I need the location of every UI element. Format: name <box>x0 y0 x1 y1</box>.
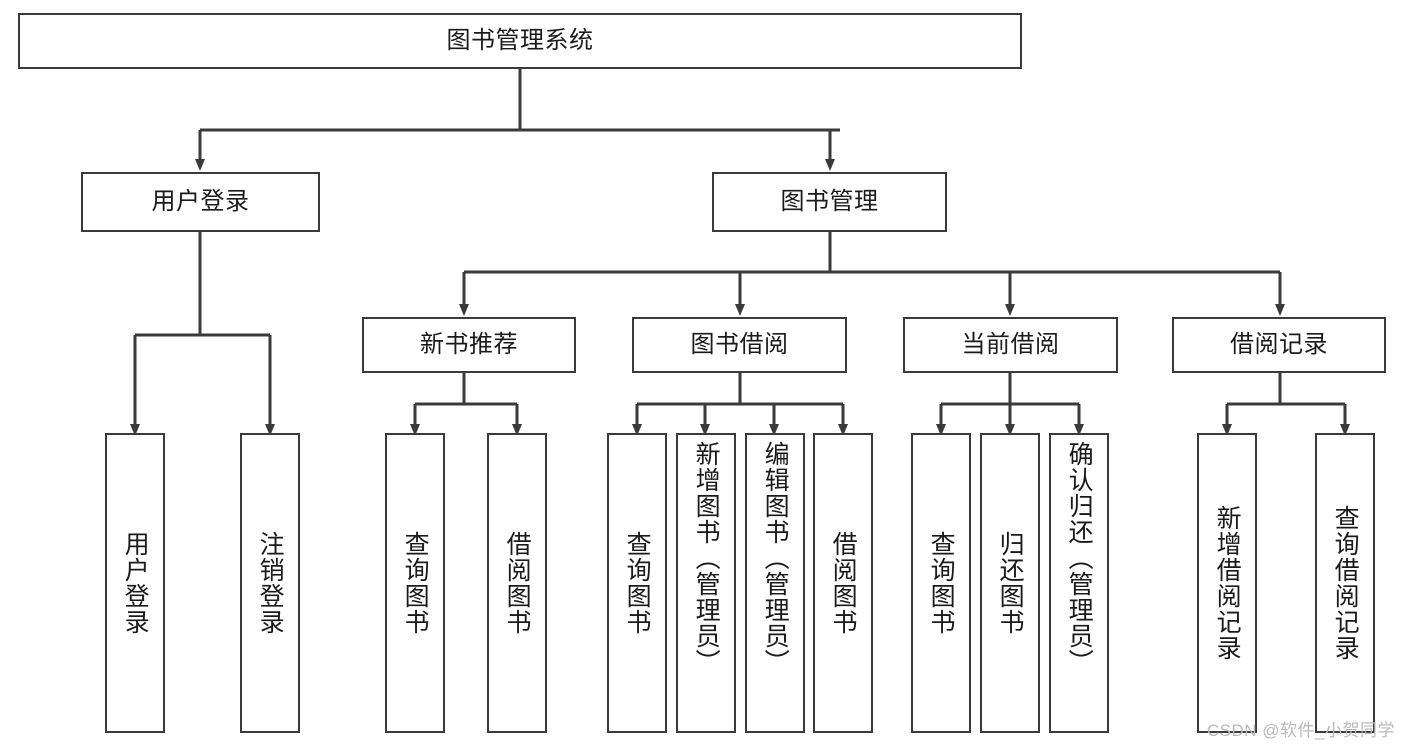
node-book-borrow[interactable]: 图书借阅 <box>632 317 847 373</box>
leaf-book-borrow-borrow-book[interactable]: 借阅图书 <box>813 433 873 733</box>
node-new-book-recommend[interactable]: 新书推荐 <box>362 317 576 373</box>
leaf-user-login-logout[interactable]: 注销登录 <box>240 433 300 733</box>
node-label: 当前借阅 <box>961 331 1060 358</box>
node-user-login[interactable]: 用户登录 <box>81 172 320 232</box>
node-borrow-record[interactable]: 借阅记录 <box>1172 317 1386 373</box>
leaf-user-login-login[interactable]: 用户登录 <box>105 433 165 733</box>
node-label: 新增图书（管理员） <box>692 441 721 675</box>
node-label: 图书管理系统 <box>446 27 594 54</box>
node-label: 确认归还（管理员） <box>1065 441 1094 675</box>
node-label: 归还图书 <box>996 531 1025 635</box>
node-label: 编辑图书（管理员） <box>761 441 790 675</box>
node-label: 新增借阅记录 <box>1213 505 1242 661</box>
node-label: 用户登录 <box>121 531 150 635</box>
leaf-borrow-record-query-record[interactable]: 查询借阅记录 <box>1315 433 1375 733</box>
node-label: 查询图书 <box>927 531 956 635</box>
node-label: 图书借阅 <box>690 331 789 358</box>
leaf-current-borrow-return-book[interactable]: 归还图书 <box>980 433 1040 733</box>
leaf-current-borrow-confirm-return-admin[interactable]: 确认归还（管理员） <box>1049 433 1109 733</box>
node-label: 图书管理 <box>780 188 879 215</box>
leaf-book-borrow-query-book[interactable]: 查询图书 <box>607 433 667 733</box>
node-root-book-management-system[interactable]: 图书管理系统 <box>18 13 1022 69</box>
node-label: 借阅图书 <box>829 531 858 635</box>
node-label: 查询图书 <box>623 531 652 635</box>
leaf-new-book-borrow-book[interactable]: 借阅图书 <box>487 433 547 733</box>
leaf-book-borrow-add-book-admin[interactable]: 新增图书（管理员） <box>676 433 736 733</box>
node-label: 新书推荐 <box>420 331 518 358</box>
leaf-current-borrow-query-book[interactable]: 查询图书 <box>911 433 971 733</box>
node-label: 查询借阅记录 <box>1331 505 1360 661</box>
node-label: 查询图书 <box>401 531 430 635</box>
node-label: 用户登录 <box>151 188 250 215</box>
leaf-new-book-query-book[interactable]: 查询图书 <box>385 433 445 733</box>
node-current-borrow[interactable]: 当前借阅 <box>903 317 1118 373</box>
leaf-book-borrow-edit-book-admin[interactable]: 编辑图书（管理员） <box>745 433 805 733</box>
node-label: 借阅记录 <box>1230 331 1328 358</box>
leaf-borrow-record-add-record[interactable]: 新增借阅记录 <box>1197 433 1257 733</box>
node-label: 借阅图书 <box>503 531 532 635</box>
node-label: 注销登录 <box>256 531 285 635</box>
node-book-management[interactable]: 图书管理 <box>712 172 947 232</box>
